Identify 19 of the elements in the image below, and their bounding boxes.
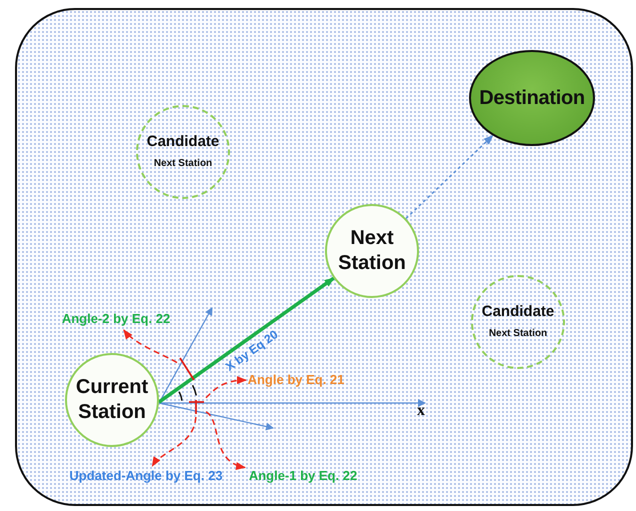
- node-subtext: Next Station: [488, 328, 548, 341]
- curved-arrow: [206, 411, 246, 469]
- angle-tick: [179, 357, 195, 381]
- curved-arrow: [152, 416, 197, 467]
- angle-label: Angle-2 by Eq. 22: [56, 311, 176, 328]
- node-subtext: Next Station: [154, 158, 212, 171]
- curved-arrow: [123, 329, 178, 364]
- angle-label: Angle by Eq. 21: [248, 372, 344, 389]
- node-heading: Candidate: [146, 133, 220, 152]
- axis-label: x: [417, 402, 425, 419]
- candidate-circle: [471, 275, 565, 369]
- angle-tick: [189, 399, 204, 415]
- edge-label: X by Eq 20: [222, 326, 282, 374]
- angle-label: Angle-1 by Eq. 22: [247, 468, 359, 485]
- arrow: [158, 276, 335, 404]
- candidate-circle: [136, 105, 230, 199]
- node-heading: Candidate: [482, 303, 554, 322]
- curved-arrow: [205, 376, 247, 398]
- angle-label: Updated-Angle by Eq. 23: [68, 468, 224, 485]
